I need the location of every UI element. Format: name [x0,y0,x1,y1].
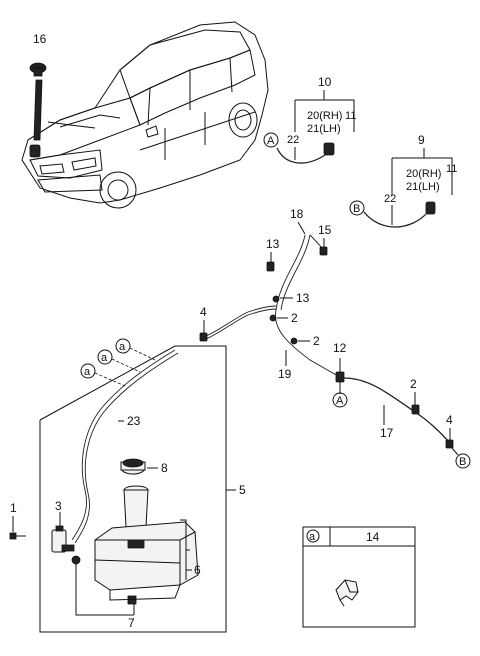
label-4-right: 4 [446,413,453,427]
label-23: 23 [127,414,141,428]
nozzle-assembly-10: 10 20(RH) 21(LH) 11 22 A [263,75,356,164]
connector-a-mid: A [336,395,344,407]
label-11-b: 11 [446,163,457,175]
label-5: 5 [239,483,246,497]
label-2-right: 2 [410,377,417,391]
hose-23: 23 [71,349,179,544]
clip-ref-a1: a [119,341,126,353]
connector-b-top: B [353,203,360,215]
inset-clip-14: a 14 [302,526,416,628]
connector-a-top: A [267,135,275,147]
label-19: 19 [278,367,292,381]
car-illustration [21,21,269,209]
label-2-upper: 2 [291,311,298,325]
connector-b-mid: B [459,456,466,468]
label-21lh-b: 21(LH) [406,181,440,193]
part-1-bolt: 1 [9,501,26,540]
label-11-a: 11 [345,110,356,122]
label-22-b: 22 [384,193,396,205]
label-6: 6 [194,563,201,577]
label-17: 17 [380,426,394,440]
label-3: 3 [55,499,62,513]
label-21lh-a: 21(LH) [307,123,341,135]
nozzle-assembly-9: 9 20(RH) 21(LH) 11 22 B [349,133,457,228]
label-8: 8 [161,461,168,475]
label-15: 15 [318,223,332,237]
clip-ref-a2: a [101,352,108,364]
label-13-upper: 13 [266,237,280,251]
label-7: 7 [128,616,135,630]
label-4-left: 4 [200,305,207,319]
clip-references: a a a [80,338,156,387]
label-22-a: 22 [287,134,299,146]
part-8-cap: 8 [120,458,168,475]
label-13-lower: 13 [296,291,310,305]
label-20rh-a: 20(RH) [307,110,342,122]
label-16: 16 [33,32,47,46]
label-14: 14 [366,530,380,544]
label-1: 1 [10,501,17,515]
part-16-cap: 16 [29,32,47,141]
label-12: 12 [333,341,347,355]
label-2-middle: 2 [313,334,320,348]
clip-ref-a3: a [84,366,91,378]
label-9: 9 [418,133,425,147]
label-18: 18 [290,207,304,221]
inset-ref-a: a [309,531,316,543]
label-10: 10 [318,75,332,89]
reservoir-frame: 5 [39,345,246,633]
washer-pump: 3 7 [51,499,135,630]
label-20rh-b: 20(RH) [406,168,441,180]
washer-reservoir: 6 [94,485,201,605]
hose-network: 18 15 13 13 2 2 19 12 A 17 [199,207,471,469]
